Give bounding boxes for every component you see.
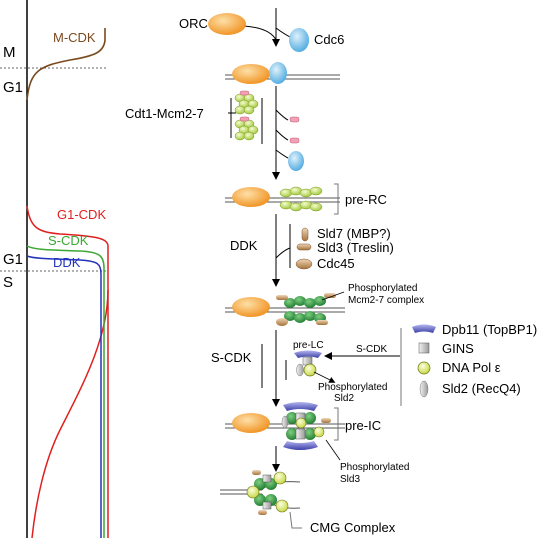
phos-sld2-label-2: Sld2: [334, 393, 354, 404]
dpb11-icon: [412, 324, 436, 333]
ddk-curve-label: DDK: [53, 255, 81, 270]
scdk-curve: [26, 245, 105, 538]
orc-complex: [208, 13, 246, 35]
phos-mcm-label-2: Mcm2-7 complex: [348, 295, 424, 306]
phase-g1-top-label: G1: [3, 79, 23, 96]
pre-lc-complex: [294, 350, 322, 377]
cdc6-bound: [269, 62, 287, 84]
phos-mcm-label-1: Phosphorylated: [348, 283, 418, 294]
cdc6-protein: [289, 28, 309, 52]
cmg-complex-label: CMG Complex: [310, 520, 396, 535]
pre-rc-label: pre-RC: [345, 192, 387, 207]
mcm-hexamer-2: [234, 116, 259, 141]
pre-ic-label: pre-IC: [345, 418, 381, 433]
cmg-complex: [246, 470, 289, 515]
legend-gins: GINS: [442, 341, 474, 356]
legend-dpb11: Dpb11 (TopBP1): [442, 322, 537, 337]
g1cdk-curve: [26, 205, 109, 538]
sld7-label: Sld7 (MBP?): [317, 226, 391, 241]
orc-pre-ic: [232, 413, 270, 433]
cdt1-released-1: [289, 116, 300, 123]
scdk-arrow-label: S-CDK: [356, 344, 387, 355]
orc-bound: [232, 64, 270, 84]
sld3-label: Sld3 (Treslin): [317, 240, 394, 255]
ddk-label: DDK: [230, 238, 258, 253]
pre-ic-complex: [281, 402, 331, 450]
factor-legend: Dpb11 (TopBP1) GINS DNA Pol ε Sld2 (RecQ…: [400, 322, 537, 406]
orc-step3: [232, 297, 270, 317]
cdc45-protein: [295, 258, 313, 270]
mcdk-label: M-CDK: [53, 30, 96, 45]
pre-lc-label: pre-LC: [293, 340, 324, 351]
phase-m-label: M: [3, 44, 16, 61]
cdc45-label: Cdc45: [317, 256, 355, 271]
mcdk-curve: [26, 28, 106, 101]
legend-pol-epsilon: DNA Pol ε: [442, 360, 501, 375]
mcm-hexamer-1: [234, 90, 259, 115]
sld3-protein: [296, 243, 312, 251]
mcm-double-hexamer: [279, 186, 323, 212]
phos-sld3-label-1: Phosphorylated: [340, 462, 410, 473]
cdc6-label: Cdc6: [314, 32, 344, 47]
cdt1-mcm-label: Cdt1-Mcm2-7: [125, 106, 204, 121]
g1cdk-decline-curve: [31, 289, 109, 538]
gins-icon: [418, 342, 430, 354]
orc-pre-rc: [232, 187, 270, 207]
scdk-step-label: S-CDK: [211, 350, 252, 365]
ddk-curve: [26, 255, 102, 538]
cell-cycle-panel: M G1 G1 S M-CDK G1-CDK S-CDK DDK: [0, 0, 109, 538]
g1cdk-label: G1-CDK: [57, 207, 106, 222]
cdc6-released: [288, 151, 304, 171]
phase-s-label: S: [3, 274, 13, 291]
pol-epsilon-icon: [417, 361, 431, 375]
cdt1-protein: [239, 90, 250, 96]
sld7-protein: [301, 227, 309, 242]
phosphorylated-mcm-complex: [276, 293, 336, 326]
phos-sld3-label-2: Sld3: [340, 474, 360, 485]
scdk-label: S-CDK: [48, 233, 89, 248]
orc-label: ORC: [179, 16, 208, 31]
phase-g1-bottom-label: G1: [3, 251, 23, 268]
legend-sld2: Sld2 (RecQ4): [442, 381, 521, 396]
replication-pathway: ORC Cdc6 Cdt1-Mcm2-7: [125, 8, 537, 535]
cdt1-released-2: [289, 137, 300, 144]
phos-sld2-label-1: Phosphorylated: [318, 382, 388, 393]
sld2-icon: [419, 380, 429, 398]
